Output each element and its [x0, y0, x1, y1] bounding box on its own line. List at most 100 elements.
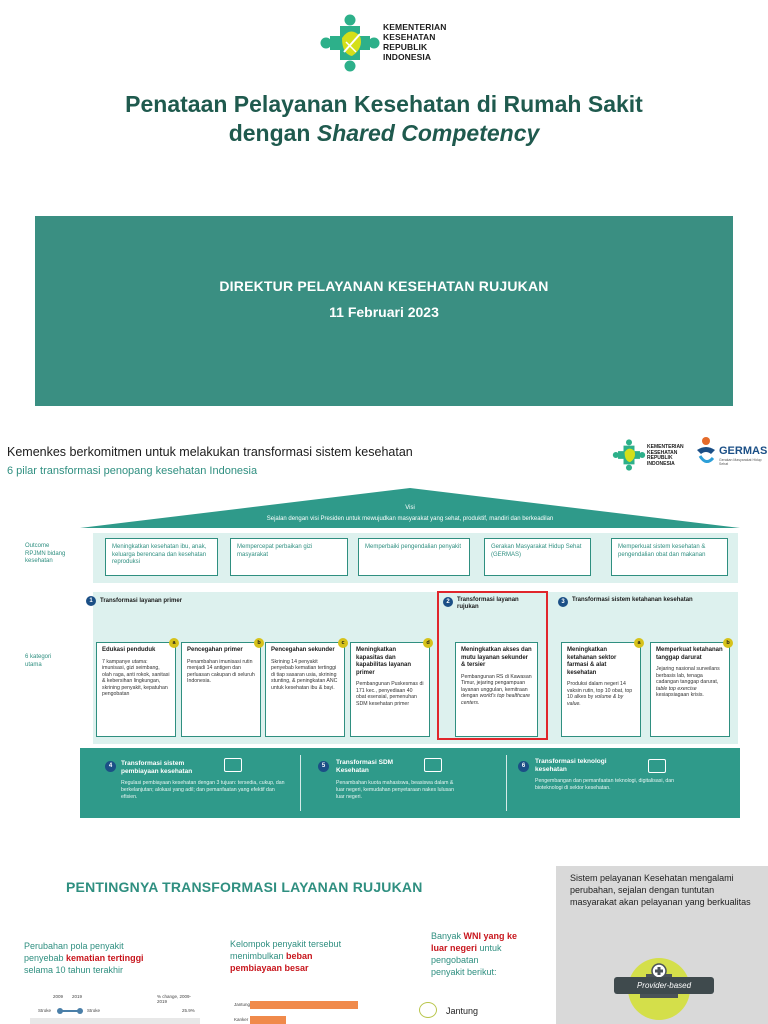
text-part: menimbulkan	[230, 951, 287, 961]
cost-row-label: Kanker	[234, 1017, 249, 1022]
outcome-box: Mempercepat perbaikan gizi masyarakat	[230, 538, 348, 576]
pillar-card: b Pencegahan primer Penambahan imunisasi…	[181, 638, 264, 737]
slide-title: Penataan Pelayanan Kesehatan di Rumah Sa…	[0, 90, 768, 148]
rank-dot	[77, 1008, 83, 1014]
chart-value: 25.9%	[182, 1008, 195, 1013]
presentation-date: 11 Februari 2023	[329, 304, 439, 320]
card-body-text: Pembangunan RS di Kawasan Timur, jejarin…	[461, 673, 532, 700]
finance-icon	[224, 758, 242, 772]
germas-wordmark: GERMAS	[719, 445, 768, 457]
side-label-line: utama	[25, 661, 42, 668]
pillar-number: 5	[318, 761, 329, 772]
logo-line: REPUBLIK	[647, 455, 673, 462]
card-body-text: Jejaring nasional surveilans berbasis la…	[656, 666, 720, 686]
germas-figure-icon	[697, 437, 715, 463]
logo-line: KESEHATAN	[647, 449, 678, 456]
card-title: Pencegahan primer	[187, 647, 243, 653]
card-tag: a	[634, 638, 644, 648]
card-body: Penambahan imunisasi rutin menjadi 14 an…	[187, 658, 255, 685]
card-body: Pembangunan Puskesmas di 171 kec., penye…	[356, 681, 424, 707]
text-line: penyebab kematian tertinggi	[24, 952, 144, 964]
pillar-card: a Edukasi penduduk 7 kampanye utama: imu…	[96, 638, 179, 737]
card-tag: b	[254, 638, 264, 648]
visi-label: Visi	[405, 505, 415, 511]
card-tag: d	[423, 638, 433, 648]
mortality-change-chart: 2009 2019 % change, 2009-2019 Stroke Str…	[30, 993, 200, 1024]
title-line-1: Penataan Pelayanan Kesehatan di Rumah Sa…	[125, 91, 643, 117]
outcome-box: Memperkuat sistem kesehatan & pengendali…	[611, 538, 728, 576]
logo-line: INDONESIA	[383, 52, 432, 62]
slide2-heading: Kemenkes berkomitmen untuk melakukan tra…	[7, 445, 413, 459]
card-body: Produksi dalam negeri 14 vaksin rutin, t…	[567, 681, 635, 707]
monitor-icon	[648, 759, 666, 773]
slide3-title: PENTINGNYA TRANSFORMASI LAYANAN RUJUKAN	[66, 879, 423, 895]
kemenkes-emblem-icon	[320, 14, 380, 72]
kemenkes-logo-small-text: KEMENTERIAN KESEHATAN REPUBLIK INDONESIA	[647, 444, 684, 467]
bottom-pillar-body: Regulasi pembiayaan kesehatan dengan 3 t…	[121, 780, 285, 800]
title-italic: Shared Competency	[316, 120, 540, 146]
pillar-title-primer: Transformasi layanan primer	[100, 598, 183, 604]
logo-line: KEMENTERIAN	[647, 444, 684, 450]
text-line: selama 10 tahun terakhir	[24, 965, 124, 975]
chart-row-label: Stroke	[38, 1008, 52, 1013]
visi-text: Sejalan dengan visi Presiden untuk mewuj…	[266, 516, 554, 522]
presenter-banner: DIREKTUR PELAYANAN KESEHATAN RUJUKAN 11 …	[35, 216, 733, 406]
kemenkes-logo-text: KEMENTERIAN KESEHATAN REPUBLIK INDONESIA	[383, 22, 446, 62]
pillar-card: a Meningkatkan ketahanan sektor farmasi …	[561, 638, 644, 737]
outcome-box: Meningkatkan kesehatan ibu, anak, keluar…	[105, 538, 218, 576]
people-icon	[424, 758, 442, 772]
card-title: Meningkatkan akses dan mutu layanan seku…	[461, 647, 532, 668]
text-line: Perubahan pola penyakit	[24, 941, 124, 951]
side-label-line: Outcome	[25, 543, 50, 549]
text-line: penyakit berikut:	[431, 967, 497, 977]
provider-based-label: Provider-based	[614, 977, 714, 994]
card-tag: a	[169, 638, 179, 648]
pillar-card: c Pencegahan sekunder Skrining 14 penyak…	[265, 638, 348, 737]
card-tag: b	[723, 638, 733, 648]
outcome-box: Gerakan Masyarakat Hidup Sehat (GERMAS)	[484, 538, 591, 576]
logo-line: KESEHATAN	[383, 32, 436, 42]
rujukan-importance-slide: PENTINGNYA TRANSFORMASI LAYANAN RUJUKAN …	[0, 830, 768, 1024]
card-body-italic: table top exercise	[656, 685, 697, 692]
system-change-panel: Sistem pelayanan Kesehatan mengalami per…	[556, 866, 768, 1024]
side-label-line: 6 kategori	[25, 654, 52, 660]
card-body-text: Produksi dalam negeri 14 vaksin rutin, t…	[567, 681, 633, 701]
text-highlight: WNI yang ke	[463, 931, 518, 941]
text-line: pengobatan	[431, 955, 479, 965]
bottom-pillar-title: Transformasi SDM Kesehatan	[336, 759, 394, 774]
pillar-title-rujukan: Transformasi layanan rujukan	[457, 597, 519, 610]
kemenkes-emblem-icon	[612, 439, 646, 471]
card-body: Skrining 14 penyakit penyebab kematian t…	[271, 658, 338, 691]
bottom-pillar-title: Transformasi teknologi kesehatan	[535, 758, 607, 773]
pillar-title-ketahanan: Transformasi sistem ketahanan kesehatan	[572, 597, 693, 603]
card-title: Pencegahan sekunder	[271, 647, 335, 653]
outcome-side-label: Outcome RPJMN bidang kesehatan	[25, 543, 65, 566]
card-body: Jejaring nasional surveilans berbasis la…	[656, 666, 724, 699]
rank-dot	[57, 1008, 63, 1014]
germas-tagline: Gerakan Masyarakat Hidup Sehat	[719, 458, 762, 466]
cost-burden-text: Kelompok penyakit tersebut menimbulkan b…	[230, 938, 341, 974]
text-line: Banyak WNI yang ke	[431, 930, 517, 942]
kemenkes-logo: KEMENTERIAN KESEHATAN REPUBLIK INDONESIA	[320, 12, 460, 76]
text-highlight: kematian tertinggi	[66, 953, 144, 963]
title-line-2: dengan Shared Competency	[0, 119, 768, 148]
chart-col-label: % change, 2009-2019	[157, 994, 192, 1004]
pillar-number: 6	[518, 761, 529, 772]
logo-line: INDONESIA	[647, 460, 675, 467]
text-highlight: pembiayaan besar	[230, 963, 309, 973]
bottom-pillar-body: Pengembangan dan pemanfaatan teknologi, …	[535, 778, 675, 791]
text-line: menimbulkan beban	[230, 950, 341, 962]
text-highlight: luar negeri	[431, 943, 478, 953]
card-body-italic: world's top healthcare centers.	[461, 693, 531, 706]
title-prefix: dengan	[228, 120, 317, 146]
heart-icon	[419, 1002, 437, 1018]
germas-logo: GERMAS Gerakan Masyarakat Hidup Sehat	[695, 436, 768, 470]
pillar-number: 2	[443, 597, 453, 607]
kategori-side-label: 6 kategori utama	[25, 654, 51, 669]
text-part: Banyak	[431, 931, 464, 941]
card-body-italic: volume & by value.	[567, 694, 624, 707]
highlight-rujukan-box	[437, 591, 548, 740]
card-body: 7 kampanye utama: imunisasi, gizi seimba…	[102, 658, 170, 698]
text-part: penyebab	[24, 953, 67, 963]
card-title: Meningkatkan ketahanan sektor farmasi & …	[567, 647, 617, 676]
